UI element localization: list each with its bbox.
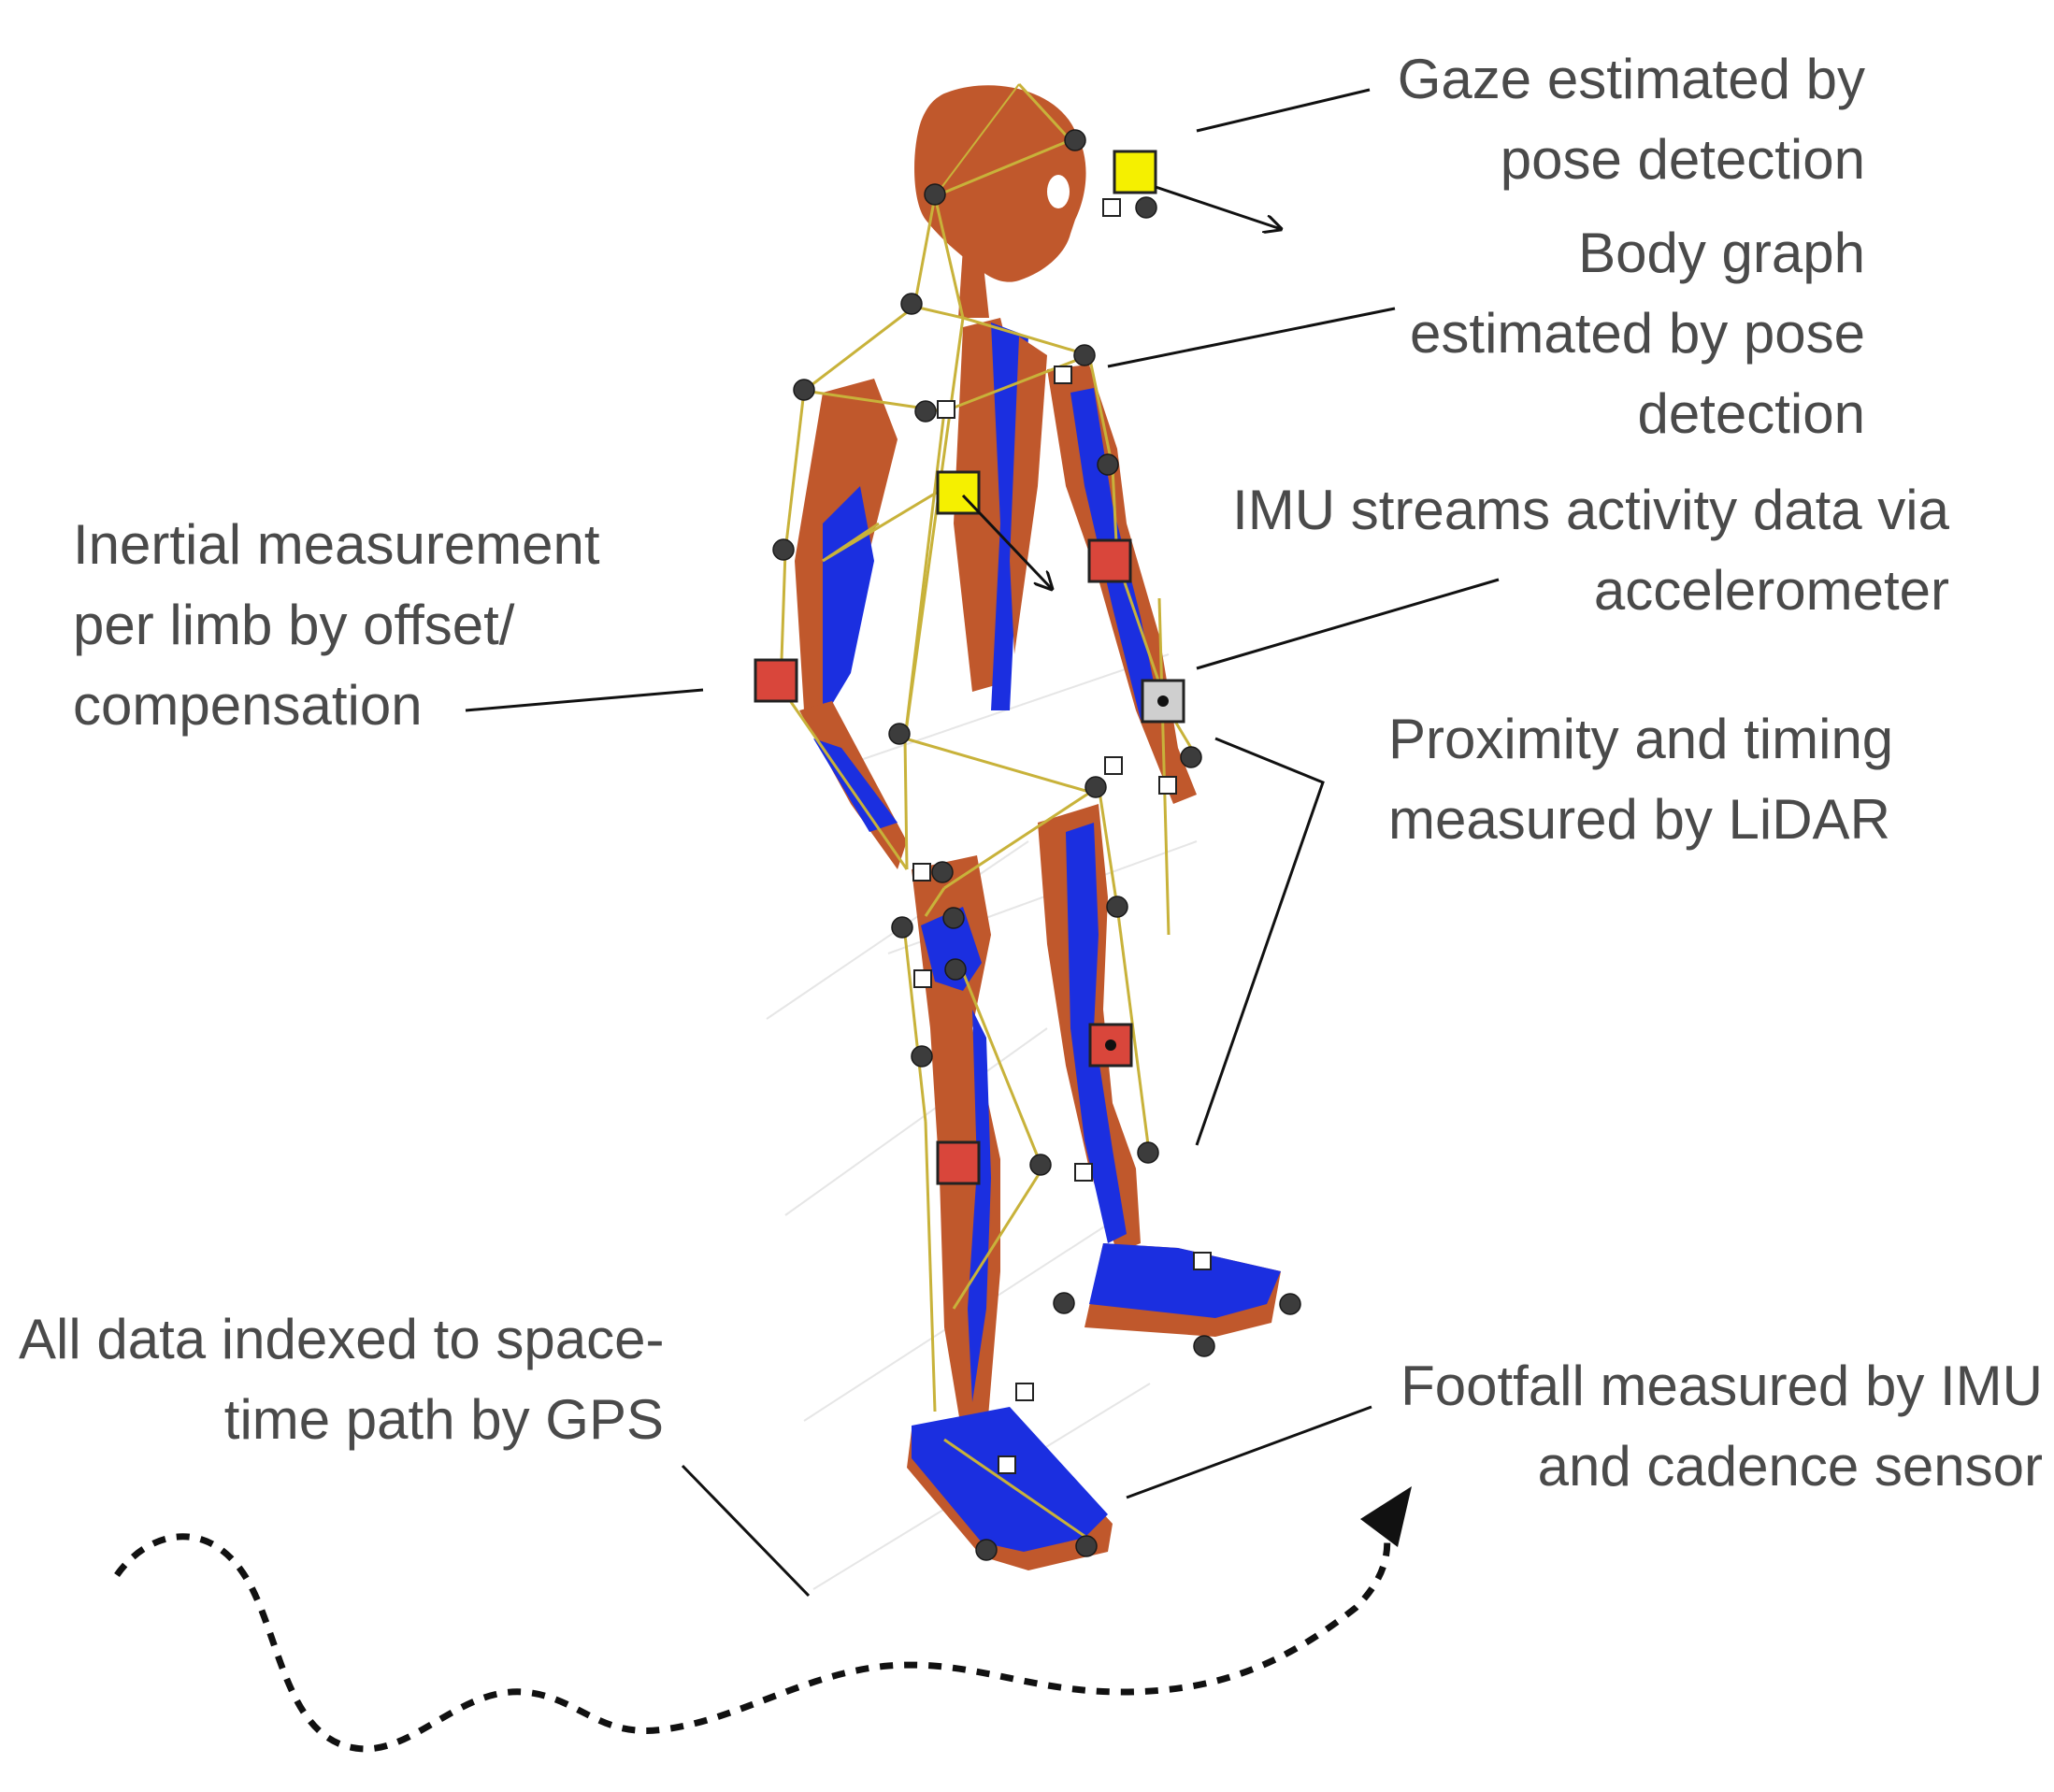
chest-sensor: [936, 470, 981, 515]
callout-inertial: Inertial measurement per limb by offset/…: [73, 505, 653, 746]
joint-dots: [772, 129, 1301, 1561]
callout-proximity: Proximity and timing measured by LiDAR: [1388, 699, 1996, 860]
callout-footfall-line: and cadence sensor: [1537, 1435, 2043, 1498]
torso: [954, 318, 1047, 710]
leader-proximity: [1195, 737, 1325, 1146]
skeleton-graph: [779, 195, 1199, 1544]
leader-lines: [465, 88, 1500, 1598]
head: [914, 82, 1086, 282]
gps-path: [114, 1486, 1412, 1753]
leader-body-graph: [1107, 307, 1396, 368]
callout-inertial-line: Inertial measurement: [73, 513, 600, 576]
leader-inertial: [465, 688, 704, 712]
callout-inertial-line: compensation: [73, 674, 423, 737]
leader-footfall: [1126, 1405, 1372, 1499]
callout-body-graph-line: estimated by pose: [1410, 302, 1865, 365]
direction-arrows: [961, 185, 1281, 589]
callout-gaze-line: pose detection: [1500, 128, 1865, 191]
wrist-imu-sensor: [1141, 679, 1185, 724]
callout-body-graph-line: detection: [1637, 382, 1865, 445]
callout-gaze-line: Gaze estimated by: [1397, 48, 1865, 110]
sensor-markers: [754, 150, 1185, 1185]
leader-imu-streams: [1196, 578, 1500, 670]
foot-back: [1084, 1243, 1281, 1337]
leader-gaze: [1196, 88, 1371, 133]
arm-right: [795, 379, 907, 869]
arm-left: [1047, 365, 1197, 804]
white-markers: [912, 198, 1212, 1474]
leader-all-data: [681, 1464, 811, 1598]
callout-inertial-line: per limb by offset/: [73, 594, 515, 656]
callout-body-graph: Body graph estimated by pose detection: [1309, 213, 1865, 454]
gps-path-arrowhead: [1360, 1486, 1412, 1547]
callout-imu-streams-line: accelerometer: [1593, 559, 1949, 622]
foot-front: [907, 1407, 1113, 1570]
callout-body-graph-line: Body graph: [1578, 222, 1865, 284]
callout-footfall-line: Footfall measured by IMU: [1400, 1355, 2043, 1417]
right-arm-sensor: [754, 658, 798, 703]
callout-proximity-line: measured by LiDAR: [1388, 788, 1890, 851]
callout-footfall: Footfall measured by IMU and cadence sen…: [1356, 1346, 2043, 1507]
neck: [958, 248, 989, 318]
callout-imu-streams-line: IMU streams activity data via: [1232, 479, 1949, 541]
callout-imu-streams: IMU streams activity data via accelerome…: [1215, 470, 1949, 631]
callout-all-data: All data indexed to space- time path by …: [19, 1299, 664, 1460]
gaze-sensor: [1113, 150, 1157, 194]
eye-marker: [1047, 175, 1070, 208]
callout-all-data-line: All data indexed to space-: [19, 1308, 665, 1370]
left-arm-sensor: [1087, 538, 1132, 583]
callout-gaze: Gaze estimated by pose detection: [1309, 39, 1865, 200]
callout-all-data-line: time path by GPS: [223, 1388, 664, 1451]
shin-sensor: [936, 1140, 981, 1185]
callout-proximity-line: Proximity and timing: [1388, 708, 1894, 770]
